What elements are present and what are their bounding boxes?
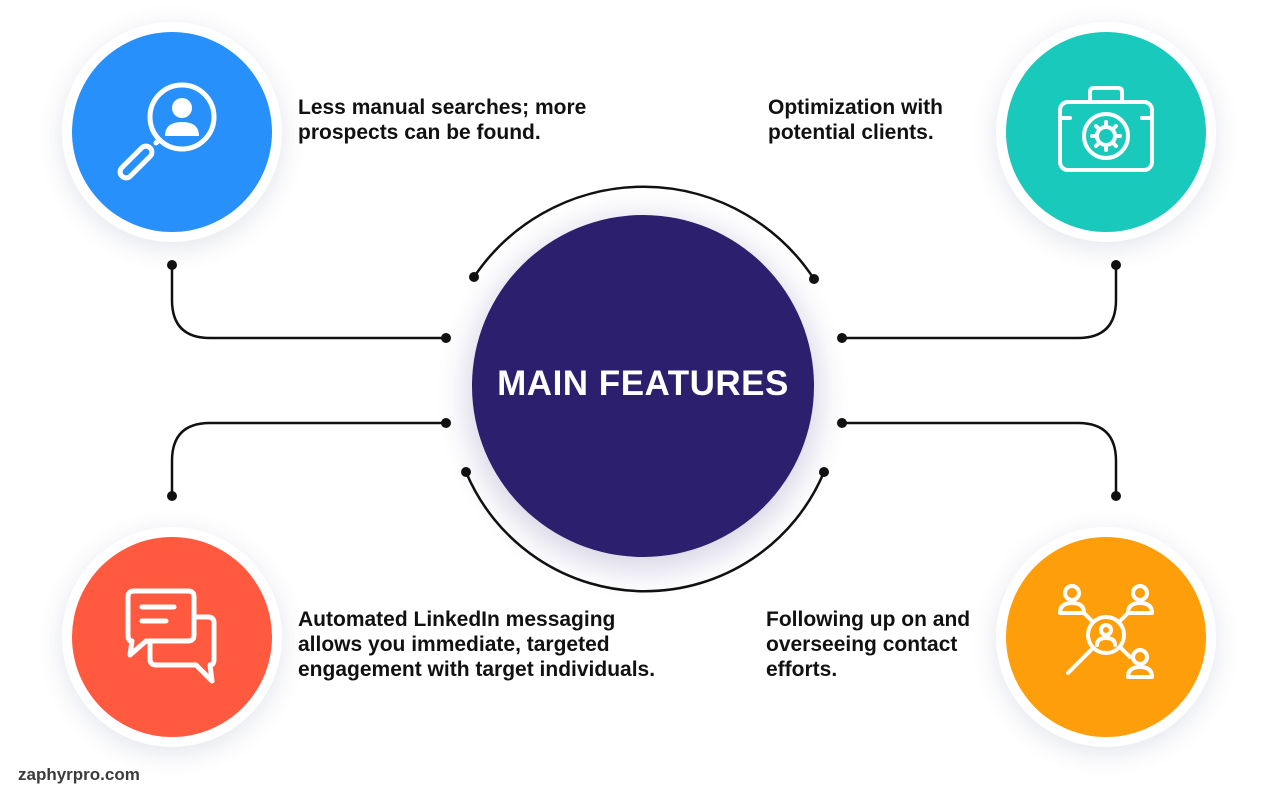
- network-search-icon: [1058, 584, 1154, 679]
- main-features-title: MAIN FEATURES: [497, 364, 789, 403]
- feature-text-optimization: Optimization with potential clients.: [768, 96, 943, 144]
- feature-text-followup: Following up on and overseeing contact e…: [766, 608, 971, 681]
- feature-text-messaging: Automated LinkedIn messaging allows you …: [298, 608, 656, 681]
- chat-bubbles-icon: [125, 588, 217, 684]
- feature-circle-messaging: [72, 537, 272, 737]
- feature-text-search: Less manual searches; more prospects can…: [298, 96, 587, 144]
- feature-circle-search: [72, 32, 272, 232]
- feature-circle-followup: [1006, 537, 1206, 737]
- main-features-circle: MAIN FEATURES: [472, 215, 814, 557]
- watermark: zaphyrpro.com: [18, 765, 140, 784]
- feature-circle-optimization: [1006, 32, 1206, 232]
- briefcase-gear-icon: [1058, 86, 1154, 172]
- search-user-icon: [117, 82, 217, 181]
